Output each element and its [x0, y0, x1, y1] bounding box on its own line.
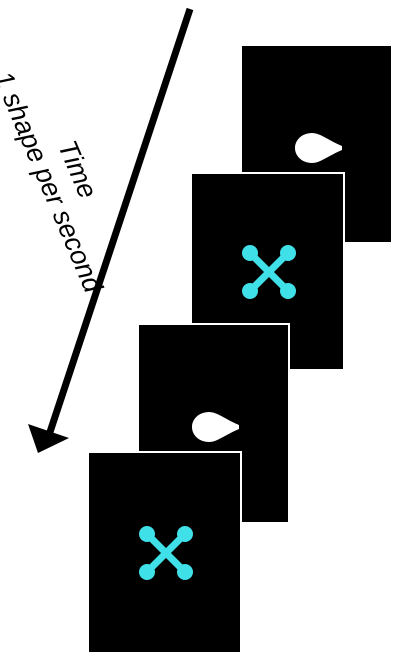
time-arrow-head: [28, 424, 69, 453]
cross-shape-icon: [242, 245, 296, 299]
time-arrow-shaft: [46, 7, 194, 434]
cross-shape-icon: [139, 526, 193, 580]
teardrop-shape-icon: [192, 412, 239, 442]
stimulus-frame-4: [87, 451, 242, 654]
teardrop-shape-icon: [295, 133, 342, 163]
